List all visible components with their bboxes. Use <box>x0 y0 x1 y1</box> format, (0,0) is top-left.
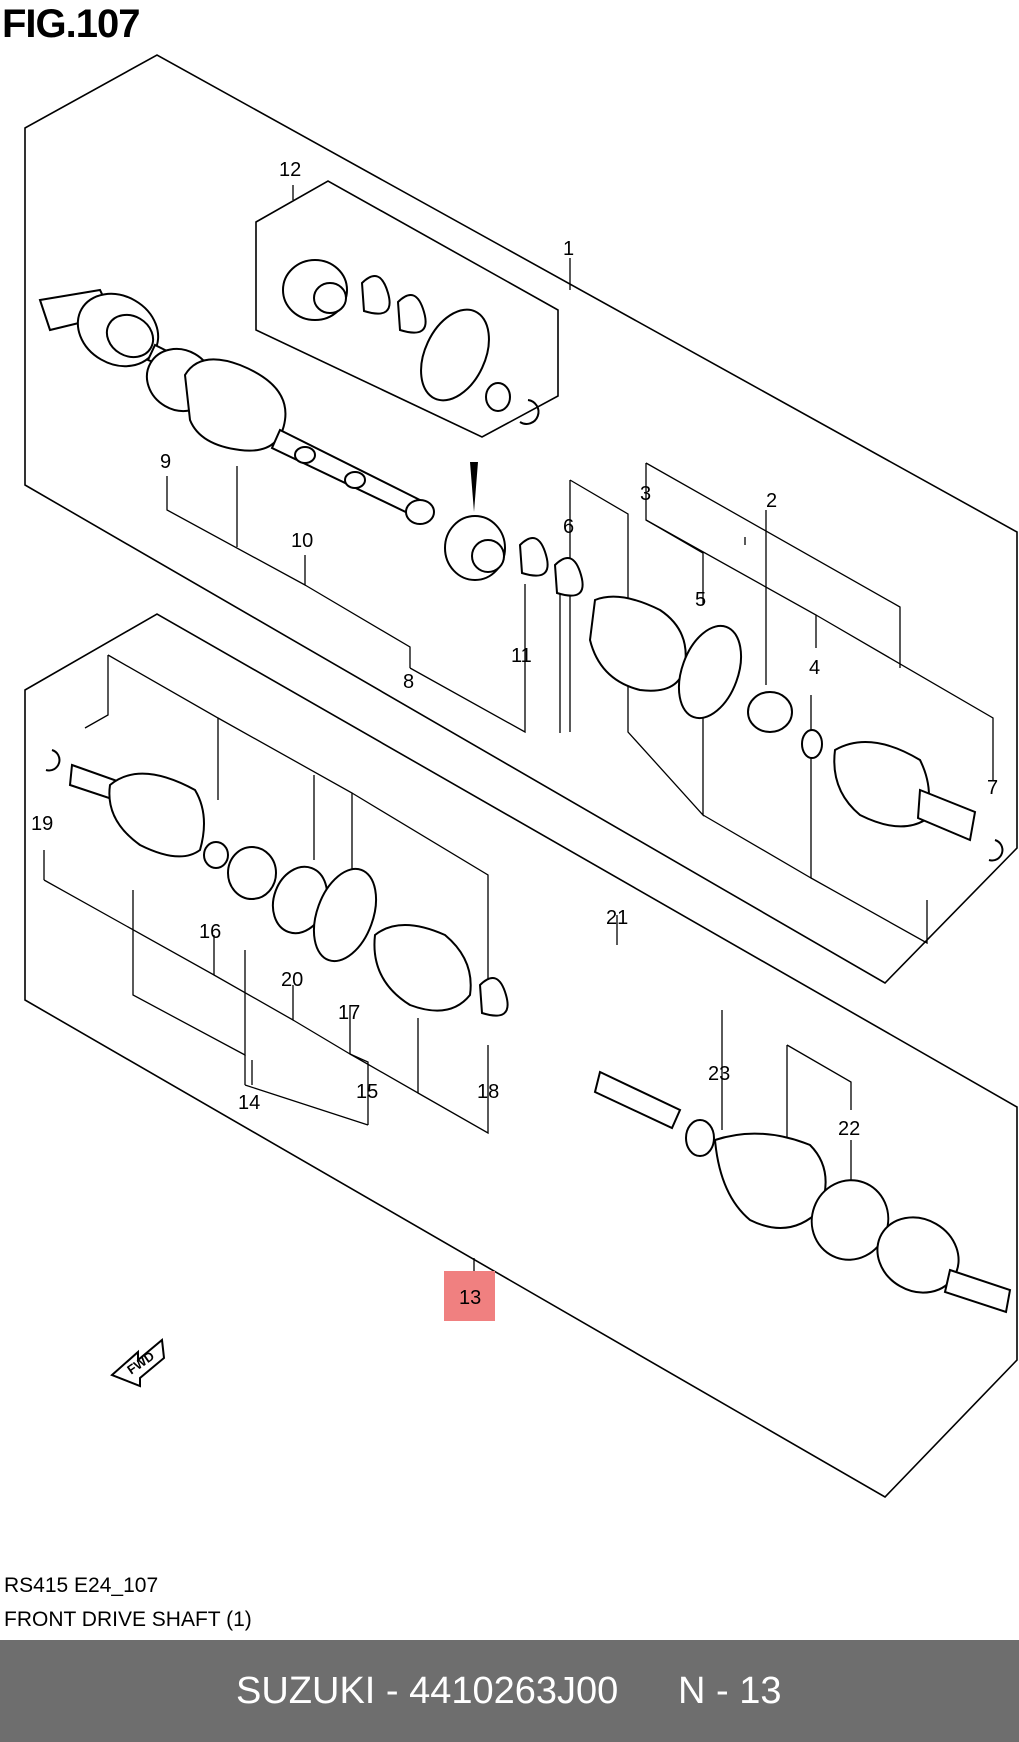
callout-14: 14 <box>238 1092 260 1114</box>
part-number-label: SUZUKI - 4410263J00 <box>236 1670 619 1712</box>
callout-8: 8 <box>403 671 414 693</box>
callout-3: 3 <box>640 483 651 505</box>
kit-12-arrow <box>470 462 478 512</box>
callout-5: 5 <box>695 589 706 611</box>
figure-caption: FRONT DRIVE SHAFT (1) <box>4 1608 252 1631</box>
figure-code: RS415 E24_107 <box>4 1574 159 1597</box>
figure-title: FIG.107 <box>2 2 141 46</box>
lower-assembly-frame <box>24 613 1018 1499</box>
callout-17: 17 <box>338 1002 360 1024</box>
callout-2: 2 <box>766 490 777 512</box>
upper-axle-shaft <box>38 288 435 525</box>
callout-21: 21 <box>606 907 628 929</box>
footer-bar: SUZUKI - 4410263J00 N - 13 <box>0 1640 1019 1742</box>
callout-12: 12 <box>279 159 301 181</box>
callout-10: 10 <box>291 530 313 552</box>
lower-inner-joint-parts <box>45 749 509 1017</box>
callout-labels: 1 2 3 4 5 6 7 8 9 10 11 12 13 14 15 16 1… <box>31 159 998 1309</box>
callout-19: 19 <box>31 813 53 835</box>
callout-4: 4 <box>809 657 820 679</box>
upper-inner-joint-parts <box>444 515 1004 862</box>
callout-6: 6 <box>563 516 574 538</box>
callout-15: 15 <box>356 1081 378 1103</box>
callout-18: 18 <box>477 1081 499 1103</box>
callout-13-highlight <box>444 1271 495 1321</box>
upper-assembly-frame <box>24 54 1018 985</box>
callout-1: 1 <box>563 238 574 260</box>
lower-leader-lines <box>43 654 852 1275</box>
fwd-arrow-icon: FWD <box>110 1338 166 1388</box>
callout-11: 11 <box>511 645 532 667</box>
callout-7: 7 <box>987 777 998 799</box>
callout-9: 9 <box>160 451 171 473</box>
lower-axle-shaft <box>593 1070 1012 1314</box>
callout-16: 16 <box>199 921 221 943</box>
kit-12-parts <box>282 259 540 512</box>
callout-13: 13 <box>459 1287 481 1309</box>
reference-label: N - 13 <box>678 1670 782 1712</box>
kit-12-frame <box>255 180 559 438</box>
callout-22: 22 <box>838 1118 860 1140</box>
callout-23: 23 <box>708 1063 730 1085</box>
exploded-parts-diagram: FWD 1 2 3 4 5 6 7 8 9 10 11 12 13 14 15 … <box>24 54 1018 1499</box>
callout-20: 20 <box>281 969 303 991</box>
